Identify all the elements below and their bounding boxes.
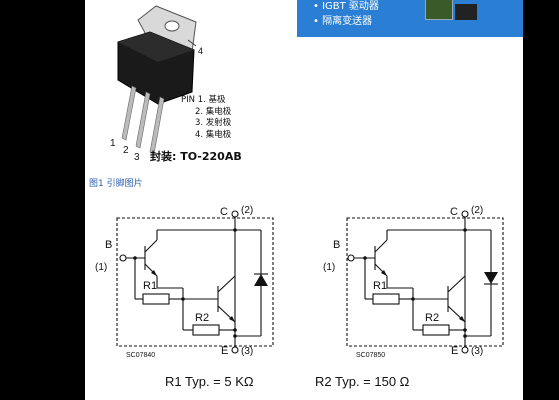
emitter-pin-label: (3) (471, 346, 484, 357)
ad-banner[interactable]: • IGBT 驱动器 • 隔离变送器 (297, 0, 523, 37)
lead-number-3: 3 (134, 152, 140, 163)
base-pin-label: (1) (323, 262, 336, 273)
resistor-r1-value: R1 Typ. = 5 KΩ (165, 374, 254, 389)
figure-caption[interactable]: 图1 引脚图片 (89, 179, 143, 189)
banner-line-2: • 隔离变送器 (313, 16, 373, 27)
pin-list-item: 3. 发射极 (195, 118, 232, 128)
collector-pin-label: (2) (241, 205, 254, 216)
base-label: B (333, 239, 341, 251)
base-label: B (105, 239, 113, 251)
resistor-r2-value: R2 Typ. = 150 Ω (315, 374, 410, 389)
emitter-label: E (221, 345, 229, 357)
lead-number-1: 1 (110, 138, 116, 149)
pin-list: PIN 1. 基极 2. 集电极 3. 发射极 4. 集电极 (181, 95, 231, 141)
lead-number-2: 2 (123, 145, 129, 156)
collector-pin-label: (2) (471, 205, 484, 216)
document-page: • IGBT 驱动器 • 隔离变送器 4 1 2 3 PIN 1. 基极 2. … (85, 0, 523, 400)
product-thumbnail (425, 0, 453, 20)
resistor-r2-label: R2 (425, 312, 440, 324)
collector-label: C (450, 206, 458, 218)
resistor-r1-label: R1 (373, 280, 388, 292)
transistor-photo: 4 1 2 3 (110, 5, 203, 163)
emitter-label: E (451, 345, 459, 357)
pin-list-item: PIN 1. 基极 (181, 95, 226, 105)
package-label: 封装: TO-220AB (150, 150, 242, 163)
emitter-pin-label: (3) (241, 346, 254, 357)
tab-pin-number: 4 (198, 46, 203, 56)
darlington-schematics (116, 210, 504, 354)
schematic-code: SC07840 (126, 352, 156, 359)
pin-list-item: 4. 集电极 (195, 129, 232, 140)
resistor-r2-label: R2 (195, 312, 210, 324)
base-pin-label: (1) (95, 262, 108, 273)
resistor-r1-label: R1 (143, 280, 158, 292)
collector-label: C (220, 206, 228, 218)
banner-line-1: • IGBT 驱动器 (313, 1, 379, 12)
product-thumbnail (455, 4, 477, 20)
schematic-code: SC07850 (356, 352, 386, 359)
pin-list-item: 2. 集电极 (195, 106, 232, 117)
